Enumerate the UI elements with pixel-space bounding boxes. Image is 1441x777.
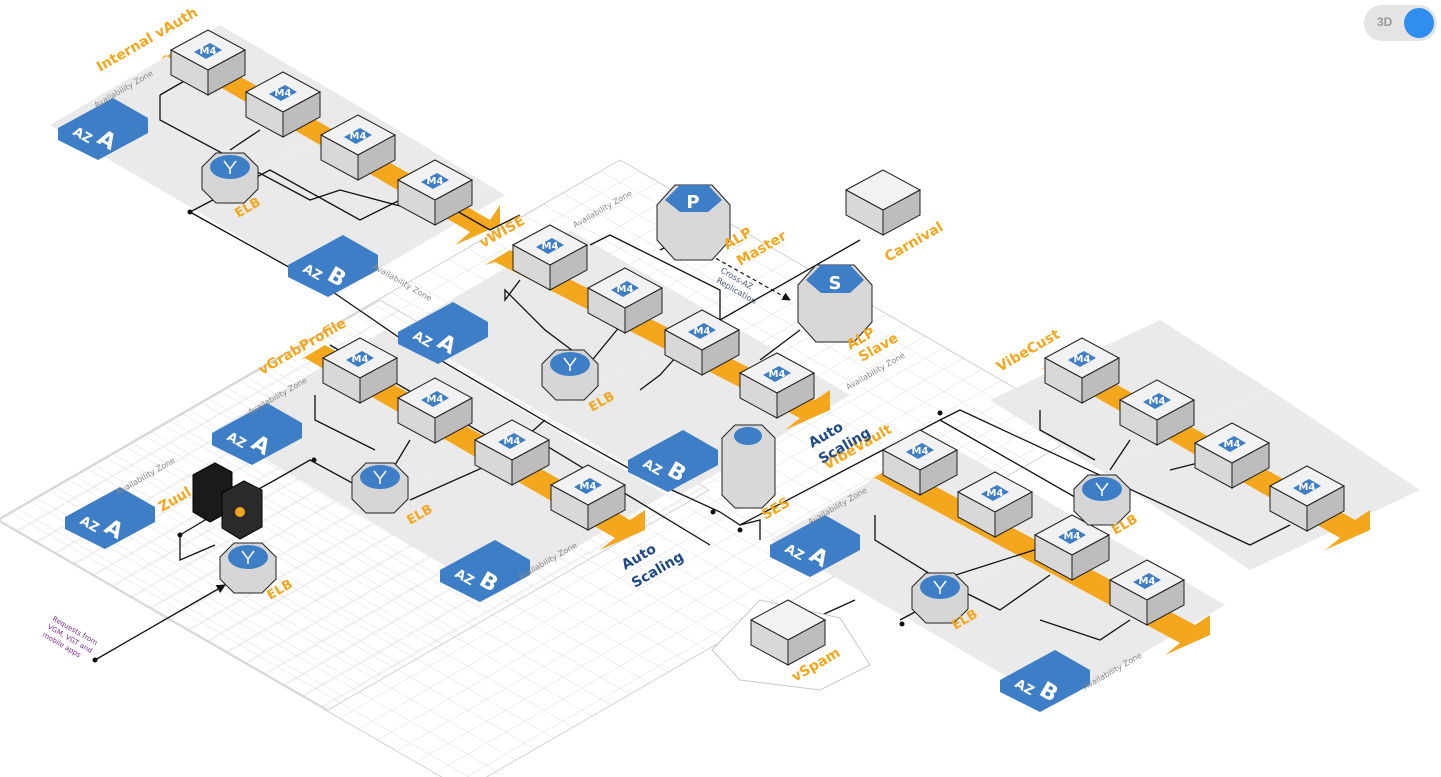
vgrab-instance-2[interactable]: M4 [396, 377, 474, 444]
m4-label: M4 [1299, 482, 1316, 493]
vibecust-elb[interactable]: ELB [1073, 474, 1140, 538]
m4-label: M4 [1149, 396, 1166, 407]
vwise-instance-1[interactable]: M4 [511, 224, 589, 291]
elb-icon [1082, 477, 1122, 501]
m4-label: M4 [769, 369, 786, 380]
elb-icon [550, 352, 590, 376]
m4-label: M4 [1224, 439, 1241, 450]
m4-label: M4 [352, 354, 369, 365]
m4-label: M4 [350, 131, 367, 142]
vauth-instance-2[interactable]: M4 [244, 71, 322, 138]
elb-icon [228, 545, 268, 569]
zuul-elb[interactable]: ELB [219, 542, 295, 603]
m4-label: M4 [504, 436, 521, 447]
s-label: S [829, 273, 842, 294]
ses-service[interactable] [721, 424, 776, 509]
vauth-instance-3[interactable]: M4 [319, 114, 397, 181]
gear-icon [235, 507, 245, 517]
3d-toggle[interactable]: 3D [1364, 5, 1437, 41]
m4-label: M4 [1064, 531, 1081, 542]
vibecust-instance-2[interactable]: M4 [1118, 379, 1196, 446]
m4-label: M4 [200, 46, 217, 57]
p-label: P [686, 192, 699, 213]
alp-slave-db[interactable]: S [797, 264, 873, 343]
elb-icon [920, 575, 960, 599]
vwise-az-b-badge: AZB [628, 430, 718, 492]
vibevault-instance-2[interactable]: M4 [956, 471, 1034, 538]
vwise-az-a-badge: AZA [398, 302, 488, 364]
vibevault-instance-4[interactable]: M4 [1108, 559, 1186, 626]
carnival-service[interactable] [844, 169, 922, 236]
vauth-az-b-badge: AZB [288, 235, 378, 297]
vibecust-instance-1[interactable]: M4 [1043, 337, 1121, 404]
vauth-az-a-badge: AZA [58, 98, 148, 160]
vibecust-instance-3[interactable]: M4 [1193, 422, 1271, 489]
m4-label: M4 [427, 176, 444, 187]
vwise-instance-2[interactable]: M4 [586, 267, 664, 334]
toggle-label: 3D [1377, 15, 1393, 29]
vspam-service[interactable] [749, 599, 827, 666]
vibevault-az-a-badge: AZA [770, 515, 860, 577]
m4-label: M4 [542, 241, 559, 252]
m4-label: M4 [427, 394, 444, 405]
vauth-instance-1[interactable]: M4 [169, 29, 247, 96]
m4-label: M4 [694, 326, 711, 337]
m4-label: M4 [1139, 576, 1156, 587]
zuul-az-a-badge: AZA [65, 487, 155, 549]
vibecust-instance-4[interactable]: M4 [1268, 465, 1346, 532]
vgrab-az-a-badge: AZA [212, 403, 302, 465]
m4-label: M4 [1074, 354, 1091, 365]
junction-dots [92, 209, 943, 663]
replication-line [709, 254, 791, 301]
vgrab-instance-4[interactable]: M4 [549, 464, 627, 531]
m4-label: M4 [580, 481, 597, 492]
m4-label: M4 [987, 488, 1004, 499]
m4-label: M4 [617, 284, 634, 295]
vibevault-instance-1[interactable]: M4 [881, 429, 959, 496]
alp-master-db[interactable]: P [656, 184, 731, 261]
vwise-instance-3[interactable]: M4 [663, 309, 741, 376]
vgrab-instance-3[interactable]: M4 [473, 419, 551, 486]
toggle-knob[interactable] [1404, 8, 1434, 38]
elb-icon [360, 465, 400, 489]
elb-icon [210, 155, 250, 179]
mail-icon [734, 427, 762, 445]
m4-label: M4 [912, 446, 929, 457]
m4-label: M4 [275, 88, 292, 99]
vauth-instance-4[interactable]: M4 [396, 159, 474, 226]
vwise-instance-4[interactable]: M4 [738, 352, 816, 419]
vgrab-instance-1[interactable]: M4 [321, 337, 399, 404]
zuul-gateway[interactable] [192, 462, 263, 540]
